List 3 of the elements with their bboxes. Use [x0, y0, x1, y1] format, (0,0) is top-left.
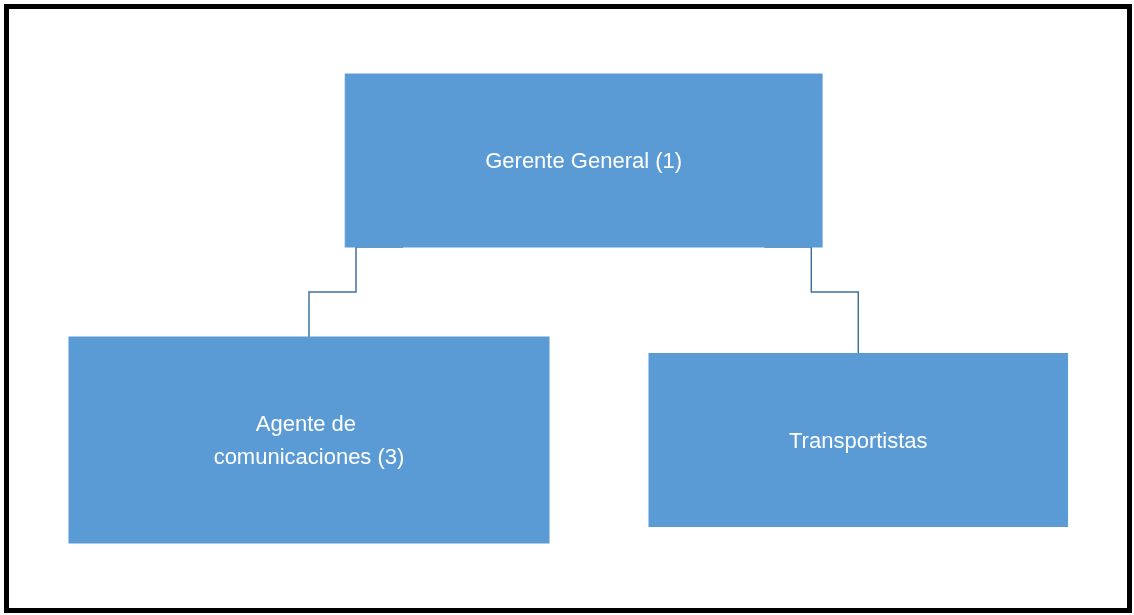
node-box: Transportistas [648, 353, 1068, 527]
node-box: Gerente General (1) [344, 73, 823, 248]
node-box: Agente de comunicaciones (3) [68, 336, 550, 544]
